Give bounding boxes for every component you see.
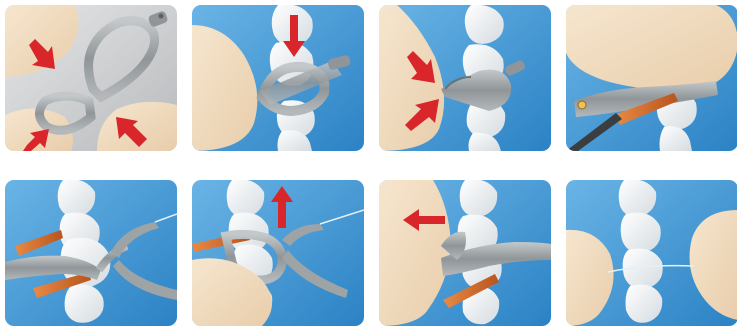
step-8-illustration — [566, 180, 737, 326]
step-2-panel — [192, 5, 364, 151]
step-6-panel — [192, 180, 364, 326]
step-5-panel — [5, 180, 177, 326]
step-3-panel — [379, 5, 551, 151]
step-8-panel — [566, 180, 737, 326]
step-7-panel — [379, 180, 551, 326]
step-4-panel — [566, 5, 737, 151]
step-4-illustration — [566, 5, 737, 151]
step-1-illustration — [5, 5, 177, 151]
step-3-illustration — [379, 5, 551, 151]
step-7-illustration — [379, 180, 551, 326]
step-1-panel — [5, 5, 177, 151]
step-6-illustration — [192, 180, 364, 326]
step-2-illustration — [192, 5, 364, 151]
step-5-illustration — [5, 180, 177, 326]
